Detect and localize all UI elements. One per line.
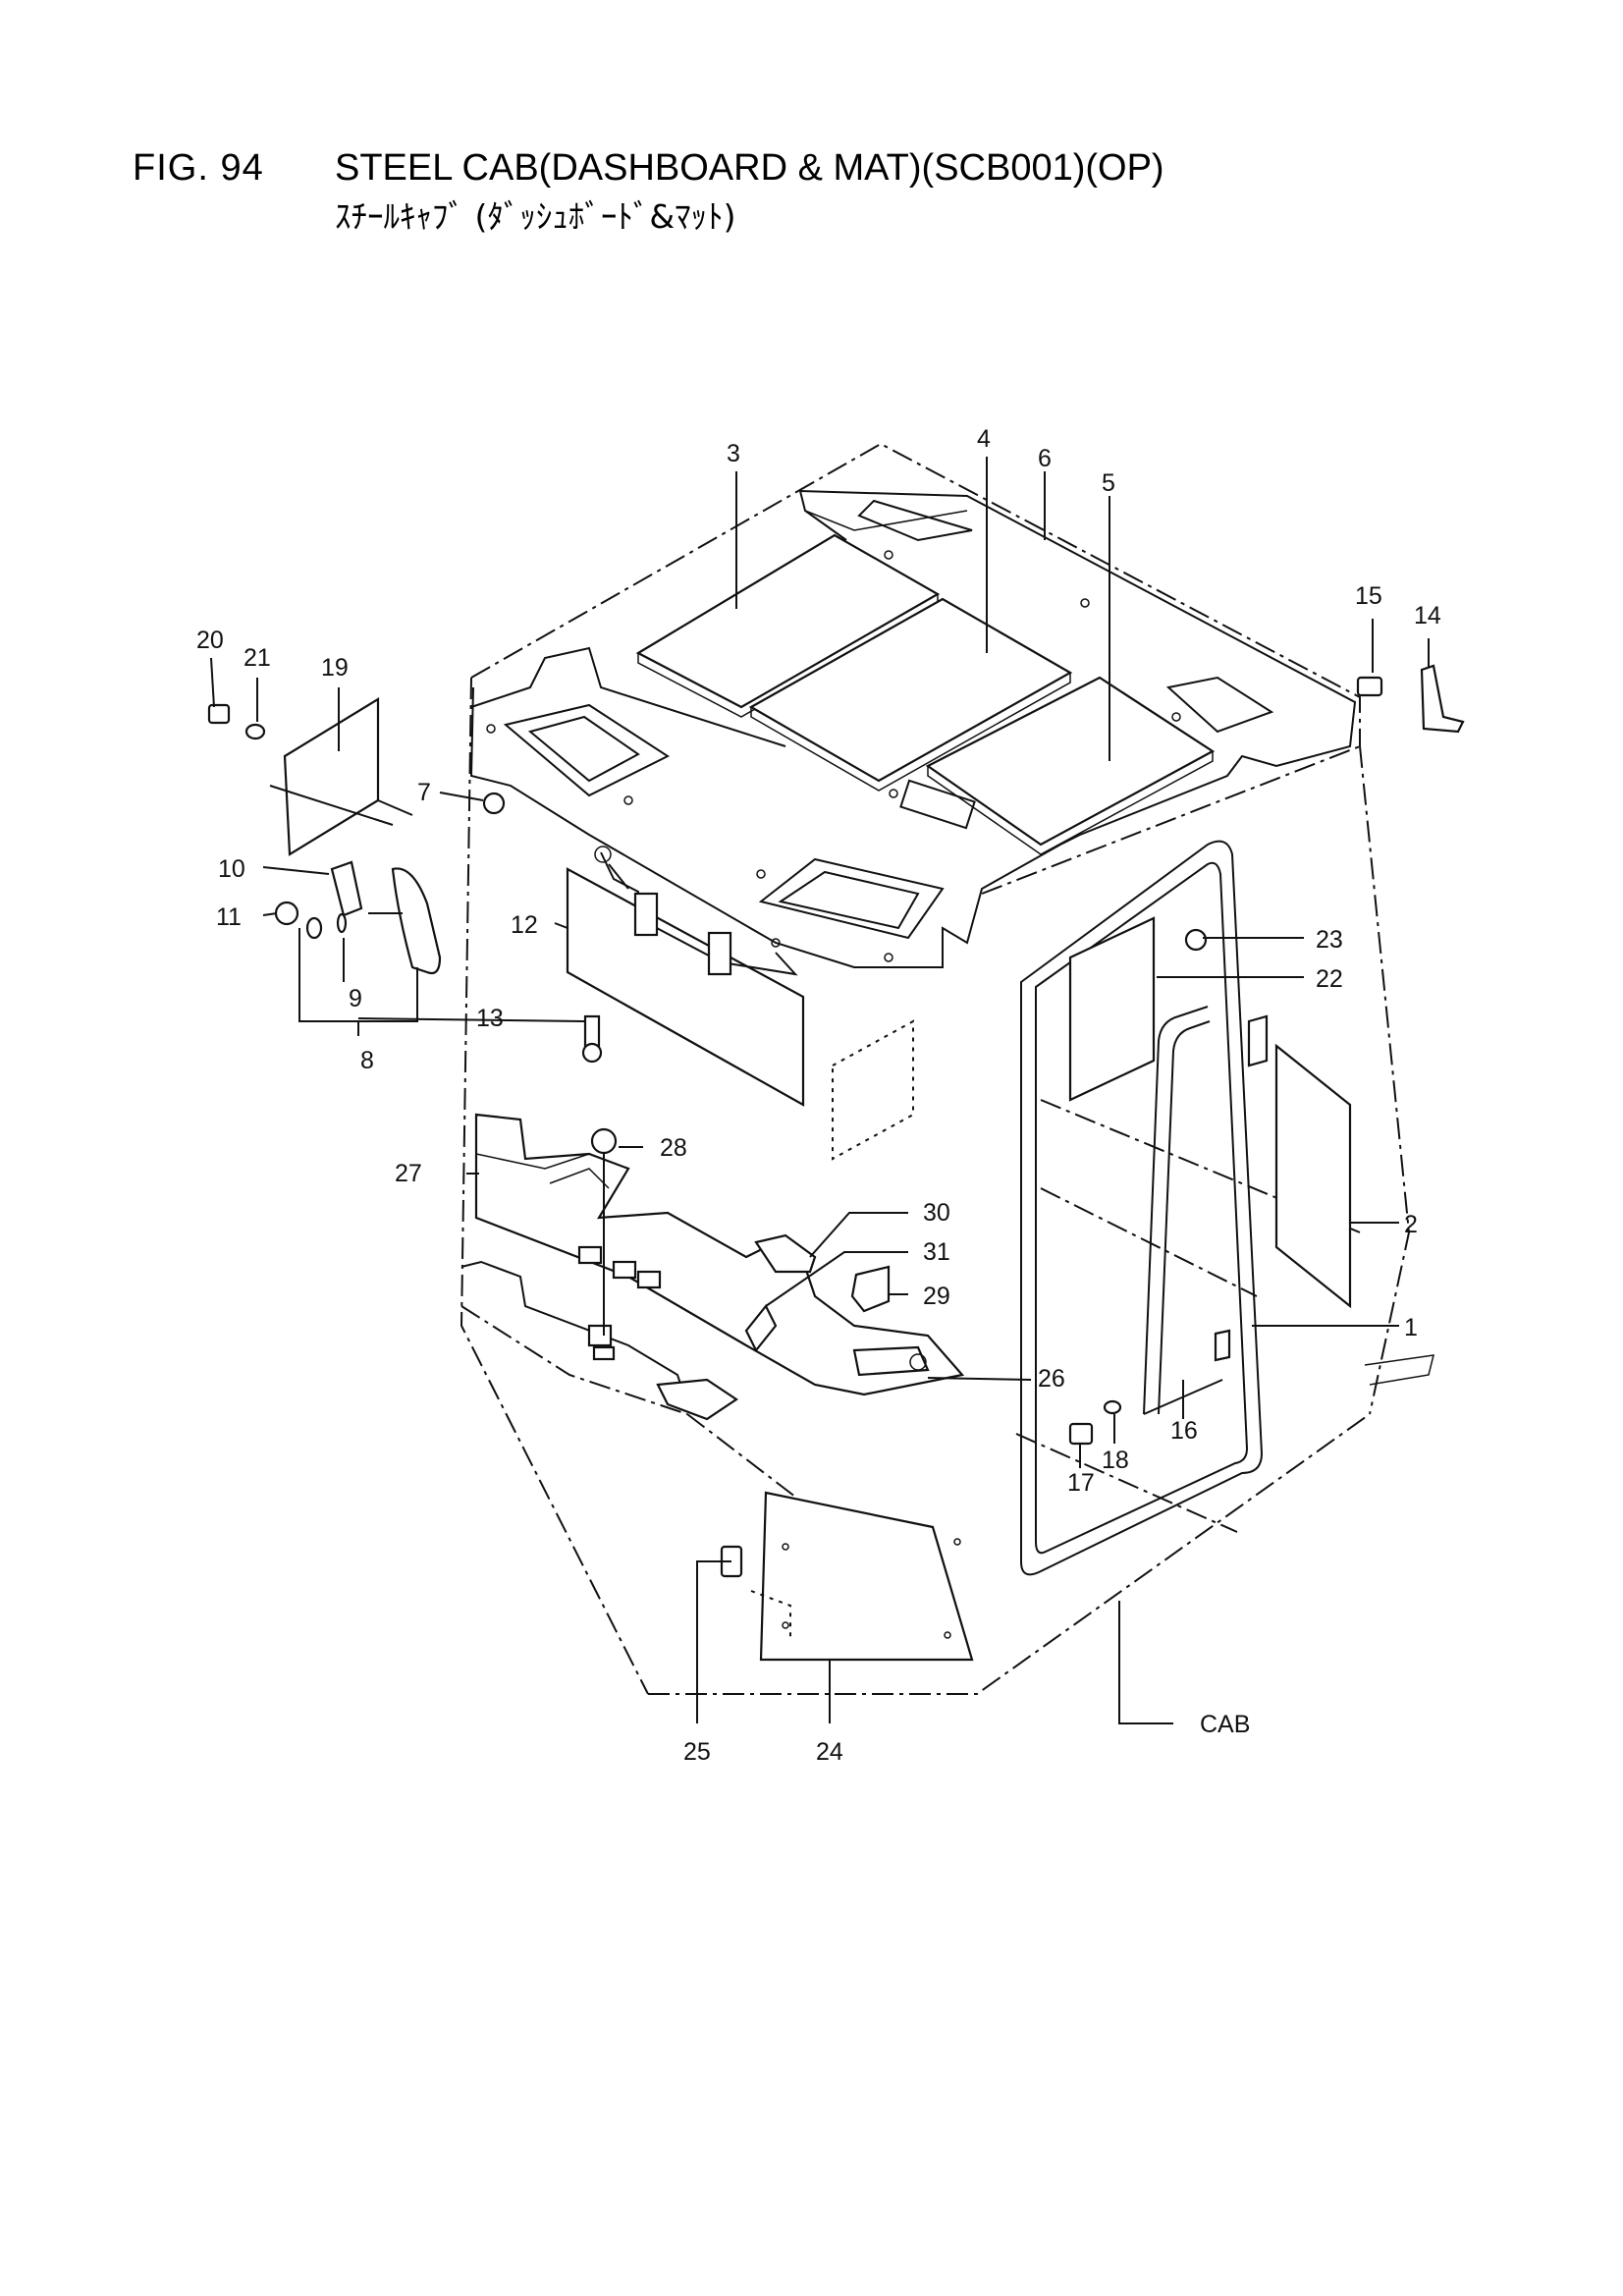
callout-26: 26: [1038, 1365, 1065, 1393]
callout-19: 19: [321, 654, 349, 682]
callout-23: 23: [1316, 926, 1343, 954]
plate-19: [283, 697, 380, 856]
switch-30: [754, 1233, 817, 1274]
callout-4: 4: [977, 425, 991, 453]
callout-24: 24: [816, 1738, 843, 1766]
callout-1: 1: [1404, 1314, 1418, 1341]
callout-3: 3: [727, 440, 740, 467]
callout-27: 27: [395, 1160, 422, 1187]
callout-15: 15: [1355, 582, 1382, 610]
callout-6: 6: [1038, 445, 1052, 472]
cab-outline: [460, 442, 1434, 1695]
callout-30: 30: [923, 1199, 950, 1227]
callout-labels: 3 4 6 5 15 14 20 21 19 7 10 11 12 9 13 8…: [196, 425, 1441, 1766]
leader-lines: [210, 457, 1430, 1724]
callout-11: 11: [216, 903, 242, 931]
callout-25: 25: [683, 1738, 711, 1766]
sun-visor-12: [566, 846, 805, 1107]
door-glass-22: [1068, 916, 1156, 1102]
callout-18: 18: [1102, 1447, 1129, 1474]
dashboard-27: [474, 1113, 965, 1396]
callout-22: 22: [1316, 965, 1343, 993]
callout-31: 31: [923, 1238, 950, 1266]
plate-31: [744, 1303, 778, 1353]
callout-7: 7: [417, 779, 431, 806]
hidden-panel-outline: [832, 1019, 914, 1161]
callout-cab: CAB: [1200, 1711, 1250, 1738]
side-glass-2: [1274, 1043, 1352, 1309]
figure-number: FIG. 94: [133, 147, 264, 189]
callout-9: 9: [349, 985, 362, 1012]
callout-29: 29: [923, 1283, 950, 1310]
callout-14: 14: [1414, 602, 1441, 629]
callout-28: 28: [660, 1134, 687, 1162]
callout-16: 16: [1170, 1417, 1198, 1445]
figure-subtitle: ｽﾁｰﾙｷｬﾌﾞ (ﾀﾞｯｼｭﾎﾞｰﾄﾞ&ﾏｯﾄ): [335, 197, 736, 236]
figure-title: STEEL CAB(DASHBOARD & MAT)(SCB001)(OP): [335, 147, 1164, 189]
plate-26: [852, 1345, 930, 1377]
callout-2: 2: [1404, 1211, 1418, 1238]
callout-13: 13: [476, 1005, 504, 1032]
callout-21: 21: [243, 644, 271, 672]
callout-20: 20: [196, 627, 224, 654]
callout-12: 12: [511, 911, 538, 939]
callout-10: 10: [218, 855, 245, 883]
door-frame-1: [1020, 840, 1352, 1576]
callout-8: 8: [360, 1047, 374, 1074]
callout-17: 17: [1067, 1469, 1095, 1497]
lower-panel: [460, 1260, 974, 1662]
floor-mat-24: [759, 1491, 974, 1662]
roof-panel: [469, 490, 1357, 968]
hardware: [207, 664, 1465, 1578]
callout-5: 5: [1102, 469, 1115, 497]
